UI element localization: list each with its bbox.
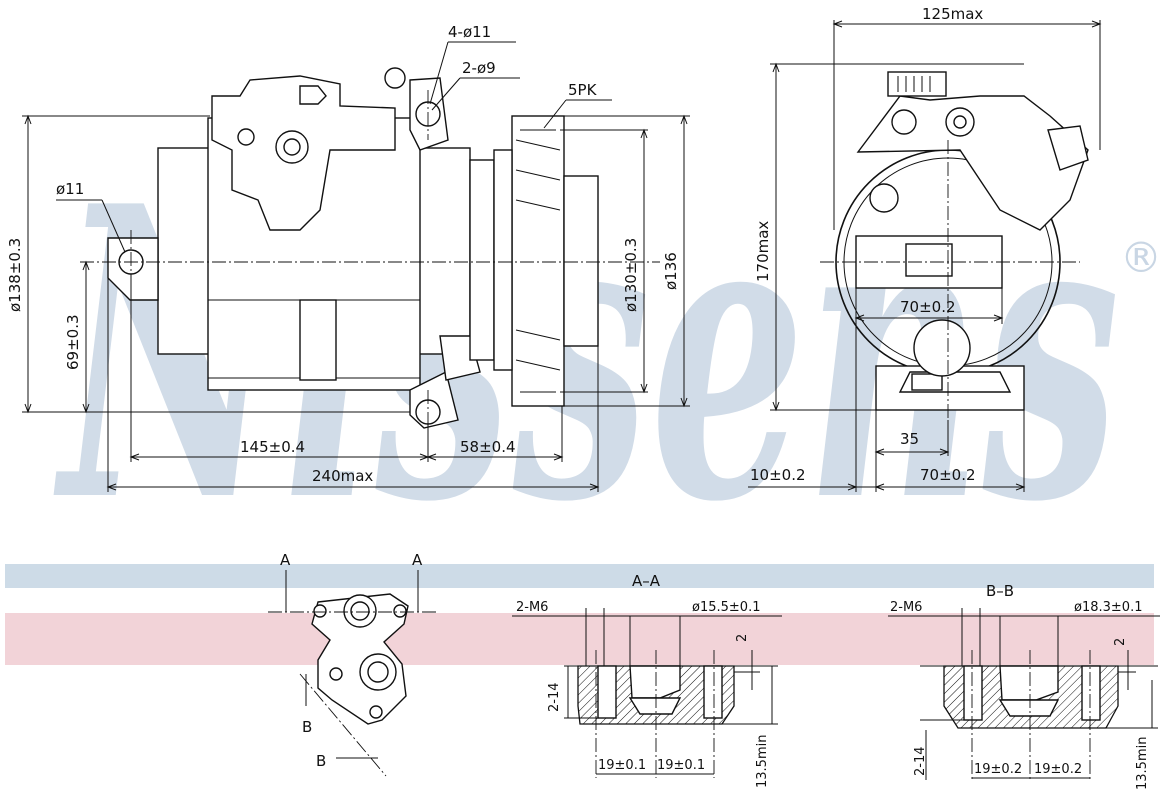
dim-dia-11: ø11 [56,180,84,198]
section-aa-pitch-left: 19±0.1 [598,758,646,773]
label-a-right: A [412,551,423,569]
dim-5pk: 5PK [568,81,598,99]
section-aa-dia: ø15.5±0.1 [692,600,760,615]
dim-dia-130: ø130±0.3 [622,238,640,312]
dim-170: 170max [754,221,772,282]
band-blue [5,564,1154,588]
section-bb-title: B–B [986,582,1014,600]
front-view [820,71,1089,420]
section-aa-thread-depth: 2-14 [547,682,562,712]
pulley [511,115,565,407]
registered-mark: ® [1120,233,1162,282]
section-bb-thread-depth: 2-14 [913,746,928,776]
dim-58: 58±0.4 [460,438,516,456]
dim-dia-138: ø138±0.3 [6,238,24,312]
front-view-dimensions: 125max 170max 70±0.2 35 10±0.2 70±0.2 [748,5,1102,492]
dim-70-bottom: 70±0.2 [920,466,976,484]
dim-145: 145±0.4 [240,438,305,456]
section-bb-bore [999,665,1059,701]
section-aa-depth: 2 [735,634,750,642]
section-aa-thread: 2-M6 [516,600,548,615]
section-bb-dia: ø18.3±0.1 [1074,600,1142,615]
side-view [80,67,660,435]
section-aa-bore [629,665,681,699]
band-pink [5,613,1154,665]
clutch-coil [469,159,495,361]
section-bb-depth: 2 [1113,638,1128,646]
label-a-left: A [280,551,291,569]
dim-125: 125max [922,5,983,23]
section-bb-min-depth: 13.5min [1135,737,1150,790]
mount-rib [299,299,337,381]
front-connector [887,71,947,97]
port-flange-view: A A B B [268,551,436,777]
dim-35: 35 [900,430,919,448]
section-bb-thread: 2-M6 [890,600,922,615]
dim-69: 69±0.3 [64,314,82,370]
section-aa-min-depth: 13.5min [755,735,770,788]
clutch-plate [563,175,599,347]
dim-2-holes-9: 2-ø9 [462,59,496,77]
section-aa-pitch-right: 19±0.1 [657,758,705,773]
section-line-b [299,673,387,777]
label-b-bottom: B [316,752,326,770]
pulley-grooves [515,139,561,371]
section-aa-title: A–A [632,572,661,590]
dim-dia-136: ø136 [662,252,680,290]
section-bb: B–B 2-M6 ø18.3±0.1 2 2-14 13.5min 19±0.2… [888,582,1160,790]
side-view-dimensions: ø138±0.3 69±0.3 ø11 145±0.4 58±0.4 240ma… [6,23,690,492]
section-bb-pitch-left: 19±0.2 [974,762,1022,777]
dim-240: 240max [312,467,373,485]
dim-10: 10±0.2 [750,466,806,484]
dim-4-holes-11: 4-ø11 [448,23,491,41]
section-bb-pitch-right: 19±0.2 [1034,762,1082,777]
label-b-left: B [302,718,312,736]
section-aa: A–A 2-M6 ø15.5±0.1 2 2-14 13.5min [512,572,782,788]
dim-70-top: 70±0.2 [900,298,956,316]
